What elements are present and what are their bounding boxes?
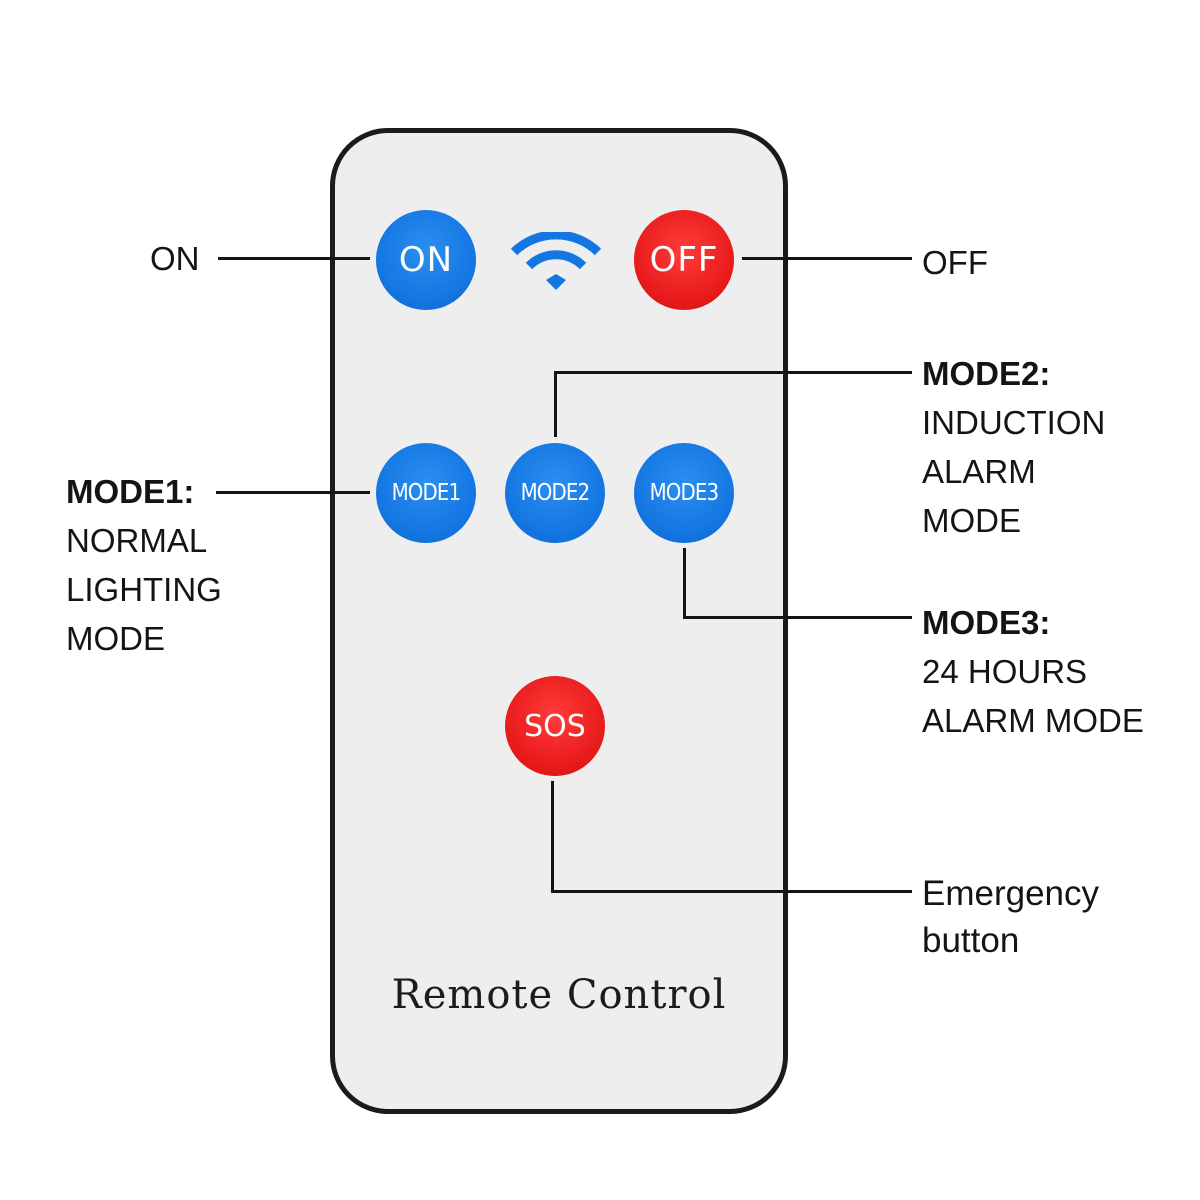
mode2-callout: MODE2: INDUCTION ALARM MODE: [922, 349, 1105, 545]
remote-title: Remote Control: [391, 972, 727, 1018]
mode2-callout-line: ALARM: [922, 453, 1036, 490]
sos-callout-line: Emergency: [922, 874, 1100, 913]
sos-leader-line-vertical: [551, 781, 554, 893]
mode2-callout-line: MODE: [922, 502, 1021, 539]
on-leader-line: [218, 257, 370, 260]
sos-button-label: SOS: [524, 708, 586, 744]
mode2-button-label: MODE2: [520, 480, 591, 506]
mode3-callout: MODE3: 24 HOURS ALARM MODE: [922, 598, 1144, 745]
mode3-button[interactable]: MODE3: [634, 443, 734, 543]
mode2-callout-title: MODE2:: [922, 355, 1051, 392]
off-button[interactable]: OFF: [634, 210, 734, 310]
mode3-leader-line-horizontal: [683, 616, 912, 619]
mode1-callout-title: MODE1:: [66, 473, 195, 510]
sos-leader-line-horizontal: [551, 890, 912, 893]
on-button-label: ON: [398, 240, 454, 280]
mode1-callout-line: NORMAL: [66, 522, 208, 559]
mode3-leader-line-vertical: [683, 548, 686, 619]
on-button[interactable]: ON: [376, 210, 476, 310]
mode1-callout-line: MODE: [66, 620, 165, 657]
mode2-leader-line-vertical: [554, 371, 557, 437]
mode3-button-label: MODE3: [649, 480, 720, 506]
off-leader-line: [742, 257, 912, 260]
sos-button[interactable]: SOS: [505, 676, 605, 776]
mode1-leader-line: [216, 491, 370, 494]
mode2-leader-line-horizontal: [554, 371, 912, 374]
mode3-callout-line: ALARM MODE: [922, 702, 1144, 739]
on-callout: ON: [150, 240, 200, 277]
mode1-button[interactable]: MODE1: [376, 443, 476, 543]
mode1-button-label: MODE1: [391, 480, 462, 506]
mode1-callout: MODE1: NORMAL LIGHTING MODE: [66, 467, 222, 663]
mode1-callout-line: LIGHTING: [66, 571, 222, 608]
sos-callout-line: button: [922, 921, 1020, 960]
wifi-signal-icon: [510, 232, 602, 290]
sos-callout: Emergency button: [922, 870, 1099, 964]
mode2-button[interactable]: MODE2: [505, 443, 605, 543]
mode2-callout-line: INDUCTION: [922, 404, 1106, 441]
off-callout: OFF: [922, 244, 988, 281]
off-button-label: OFF: [649, 240, 719, 280]
mode3-callout-title: MODE3:: [922, 604, 1051, 641]
mode3-callout-line: 24 HOURS: [922, 653, 1088, 690]
